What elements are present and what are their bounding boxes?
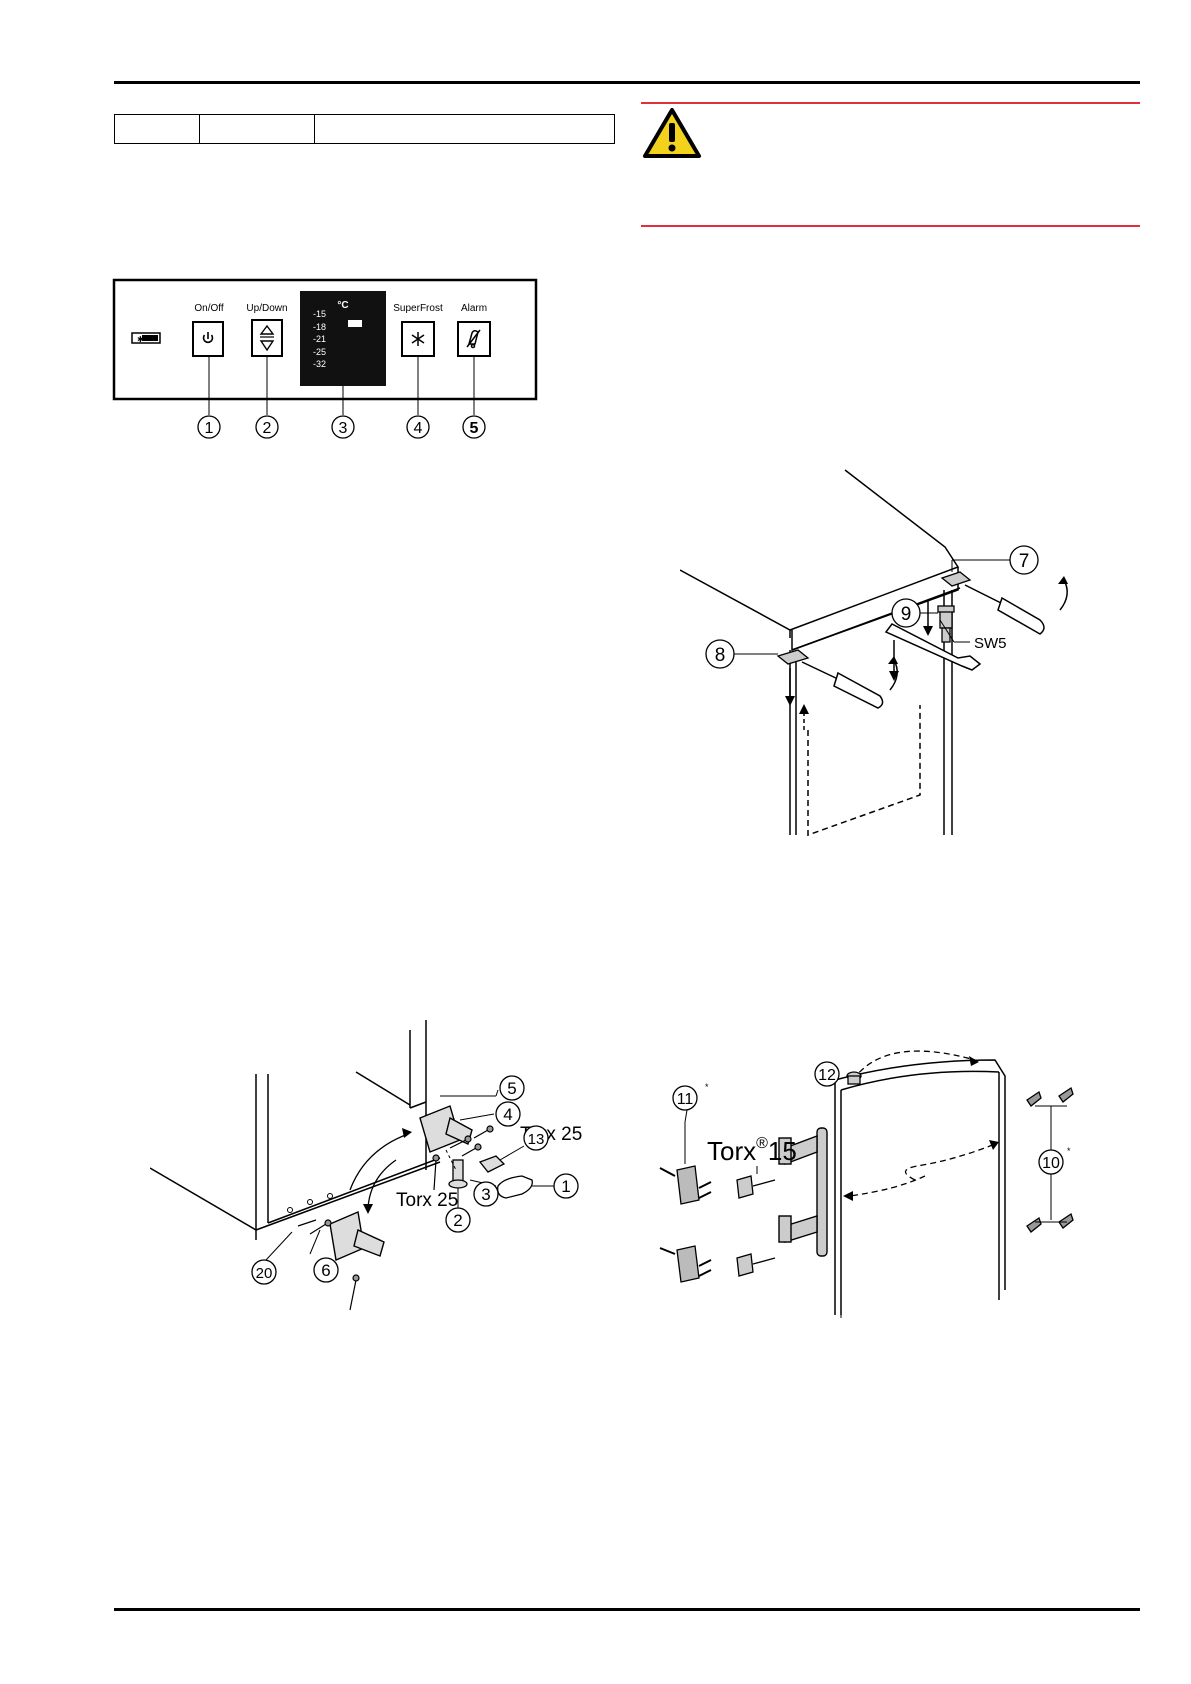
up-down-arrows-icon [259, 324, 275, 352]
svg-text:3: 3 [339, 420, 348, 437]
display-temp-1: -15 [313, 309, 326, 319]
handle-icon [778, 1127, 828, 1257]
svg-text:12: 12 [818, 1067, 836, 1084]
up-down-label: Up/Down [246, 303, 287, 314]
svg-text:11: 11 [677, 1091, 694, 1108]
pivot-part [846, 1071, 862, 1085]
alarm-label: Alarm [461, 303, 487, 314]
on-off-button[interactable] [192, 321, 224, 357]
callout-12: 12 [814, 1061, 840, 1087]
svg-text:4: 4 [414, 420, 423, 437]
header-cell-1 [115, 115, 200, 143]
warning-icon [643, 108, 701, 158]
bottom-hinge-figure: Torx 25 Torx 25 5 4 13 1 3 2 6 20 [150, 1020, 582, 1311]
display-temp-3: -21 [313, 334, 326, 344]
svg-text:10: 10 [1042, 1155, 1060, 1172]
top-rule [114, 81, 1140, 84]
svg-text:20: 20 [256, 1265, 273, 1282]
header-cell-2 [200, 115, 315, 143]
callout-5: 5 [462, 415, 486, 439]
display-temp-4: -25 [313, 347, 326, 357]
indicator-icon: ✱ [131, 332, 161, 344]
svg-text:5: 5 [507, 1079, 516, 1098]
asterisk-mark-1: * [705, 1082, 709, 1092]
svg-text:2: 2 [453, 1211, 462, 1230]
callout-b5: 5 [499, 1075, 525, 1101]
pin-part [448, 1159, 468, 1189]
bottom-rule [114, 1608, 1140, 1611]
callout-2: 2 [255, 415, 279, 439]
temperature-display: °C -15 -18 -21 -25 -32 [300, 291, 386, 386]
svg-text:7: 7 [1019, 551, 1030, 572]
display-indicator-bar [348, 320, 362, 327]
svg-text:4: 4 [503, 1105, 512, 1124]
warning-bottom-rule [641, 225, 1140, 227]
svg-text:2: 2 [263, 420, 272, 437]
svg-text:✱: ✱ [137, 335, 144, 344]
callout-10: 10 [1038, 1149, 1064, 1175]
display-temp-5: -32 [313, 359, 326, 369]
power-icon [202, 332, 214, 344]
door-handle-figure: * Torx®15 11 12 10 * [659, 1050, 1074, 1318]
svg-text:1: 1 [205, 420, 214, 437]
callout-4: 4 [406, 415, 430, 439]
on-off-label: On/Off [194, 303, 223, 314]
svg-text:9: 9 [901, 604, 912, 625]
svg-text:8: 8 [715, 645, 726, 666]
direction-arrows [659, 1167, 712, 1277]
callout-b2: 2 [445, 1207, 471, 1233]
display-temp-2: -18 [313, 322, 326, 332]
callout-8: 8 [705, 639, 735, 669]
callout-b4: 4 [495, 1101, 521, 1127]
svg-text:3: 3 [481, 1185, 490, 1204]
hinge-removal-figure: SW5 7 8 9 [680, 469, 1068, 837]
cover-part [497, 1175, 533, 1199]
callout-9: 9 [891, 598, 921, 628]
cap-part [478, 1155, 506, 1173]
lower-hinge-bracket [329, 1211, 385, 1261]
screwdriver-left-icon [801, 661, 884, 709]
callout-b6: 6 [313, 1257, 339, 1283]
callout-3: 3 [331, 415, 355, 439]
header-cell-3 [315, 115, 614, 143]
asterisk-mark-2: * [1067, 1146, 1071, 1156]
wrench-label: SW5 [974, 635, 1007, 652]
callout-b3: 3 [473, 1181, 499, 1207]
superfrost-label: SuperFrost [393, 303, 443, 314]
callout-7: 7 [1009, 545, 1039, 575]
hinge-top-right [940, 571, 972, 587]
callout-11: 11 [672, 1085, 698, 1111]
svg-text:5: 5 [470, 420, 479, 437]
screwdriver-right-icon [964, 584, 1045, 635]
cover-strips [676, 1165, 700, 1283]
svg-text:13: 13 [528, 1131, 545, 1148]
snowflake-icon [411, 332, 425, 346]
torx-label-2: Torx 25 [396, 1190, 458, 1211]
superfrost-button[interactable] [401, 321, 435, 357]
warning-top-rule [641, 102, 1140, 104]
wrench-icon [884, 623, 982, 671]
torx-screws [736, 1175, 776, 1277]
header-table [114, 114, 615, 144]
callout-b20: 20 [251, 1259, 277, 1285]
alarm-button[interactable] [457, 321, 491, 357]
callout-b1: 1 [553, 1173, 579, 1199]
up-down-button[interactable] [251, 319, 283, 357]
alarm-mute-icon [466, 329, 481, 349]
hinge-bracket [419, 1105, 473, 1153]
hinge-left [776, 649, 810, 665]
svg-text:6: 6 [321, 1261, 330, 1280]
callout-b13: 13 [523, 1125, 549, 1151]
screws [297, 1125, 494, 1311]
callout-1: 1 [197, 415, 221, 439]
display-unit: °C [337, 300, 348, 311]
torx-15-label: Torx®15 [707, 1135, 797, 1166]
svg-text:1: 1 [561, 1177, 570, 1196]
control-panel-figure: ✱ On/Off Up/Down SuperFrost Alarm °C -15… [112, 278, 538, 439]
